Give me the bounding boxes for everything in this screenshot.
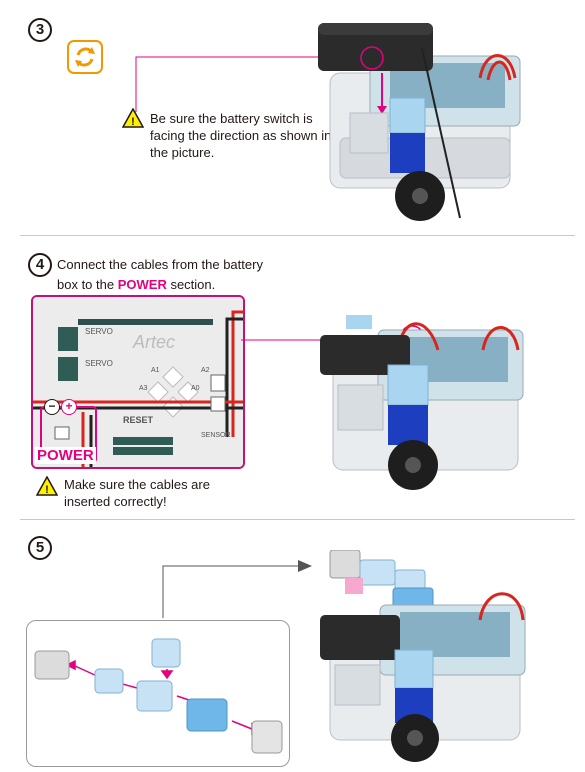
step-4-instruction: Connect the cables from the battery box … — [57, 255, 287, 295]
step-4-instruction-highlight: POWER — [117, 277, 167, 292]
step-3-note: Be sure the battery switch is facing the… — [150, 111, 332, 160]
warning-icon: ! — [35, 475, 59, 496]
step-5-arrow — [162, 560, 312, 618]
step-3-callout-line — [135, 56, 372, 112]
sensor-label: SENSOR — [201, 432, 231, 439]
step-4-instruction-pre: Connect the cables from the battery box … — [57, 257, 263, 292]
refresh-icon — [67, 40, 103, 74]
step-4-robot-illustration — [318, 305, 533, 495]
servo-label-1: SERVO — [85, 327, 113, 336]
servo-label-2: SERVO — [85, 359, 113, 368]
step-3-robot-illustration — [310, 18, 530, 223]
power-label: POWER — [35, 447, 96, 464]
step-5-number: 5 — [28, 536, 52, 560]
port-a3-label: A3 — [139, 385, 148, 392]
warning-icon: ! — [121, 107, 145, 128]
step-5-parts-panel — [26, 620, 290, 767]
reset-label: RESET — [123, 415, 154, 425]
port-a1-label: A1 — [151, 367, 160, 374]
step-4-instruction-post: section. — [166, 277, 216, 292]
power-board-closeup: SERVO SERVO Artec A1 A3 A0 A2 RESET SENS… — [31, 295, 245, 469]
divider — [20, 519, 575, 520]
step-4-number: 4 — [28, 253, 52, 277]
step-3-number: 3 — [28, 18, 52, 42]
divider — [20, 235, 575, 236]
port-a0-label: A0 — [191, 385, 200, 392]
board-logo: Artec — [133, 332, 176, 352]
step-4-note: Make sure the cables are inserted correc… — [64, 477, 210, 509]
minus-terminal-icon: − — [44, 399, 60, 415]
plus-terminal-icon: + — [61, 399, 77, 415]
port-a2-label: A2 — [201, 367, 210, 374]
svg-text:!: ! — [131, 116, 135, 128]
svg-text:!: ! — [45, 484, 49, 496]
step-5-robot-illustration — [315, 549, 535, 765]
